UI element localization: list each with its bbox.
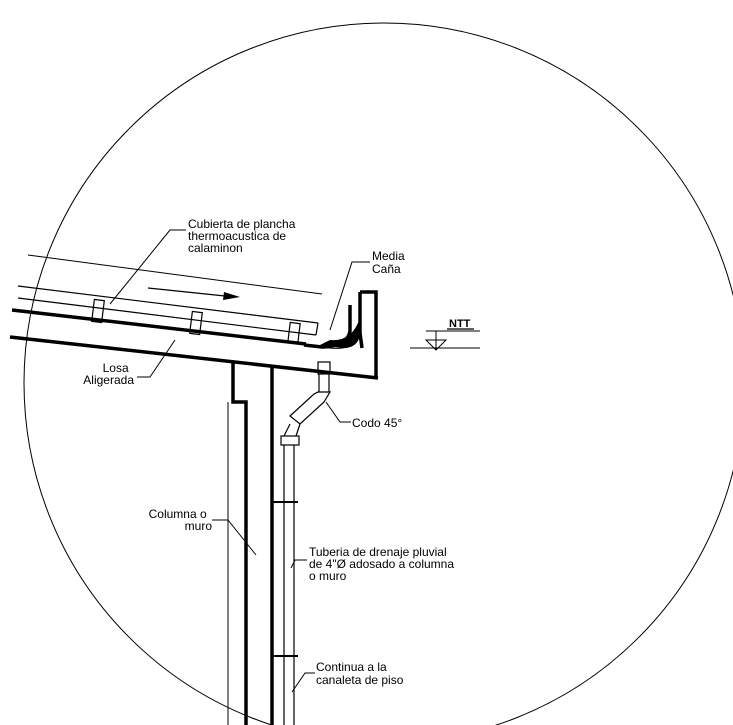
media-cana-fillet <box>318 318 360 348</box>
slope-arrow <box>147 287 240 300</box>
codo-label: Codo 45° <box>352 416 402 430</box>
ntt-label: NTT <box>449 318 471 330</box>
roof-cover <box>17 254 323 345</box>
drain-pipe <box>272 361 332 725</box>
continua-label: Continua a la canaleta de piso <box>316 660 404 687</box>
media-cana-label: Media Caña <box>372 249 408 276</box>
columna-label: Columna o muro <box>149 507 213 533</box>
slab <box>9 308 379 380</box>
cubierta-label: Cubierta de plancha thermoacustica de ca… <box>188 217 299 255</box>
ntt-level-symbol <box>410 328 480 351</box>
tuberia-label: Tuberia de drenaje pluvial de 4"Ø adosad… <box>309 545 457 583</box>
column-wall <box>227 363 274 725</box>
detail-circle <box>23 22 733 725</box>
losa-label: Losa Aligerada <box>83 361 134 387</box>
leader-lines <box>109 229 370 693</box>
